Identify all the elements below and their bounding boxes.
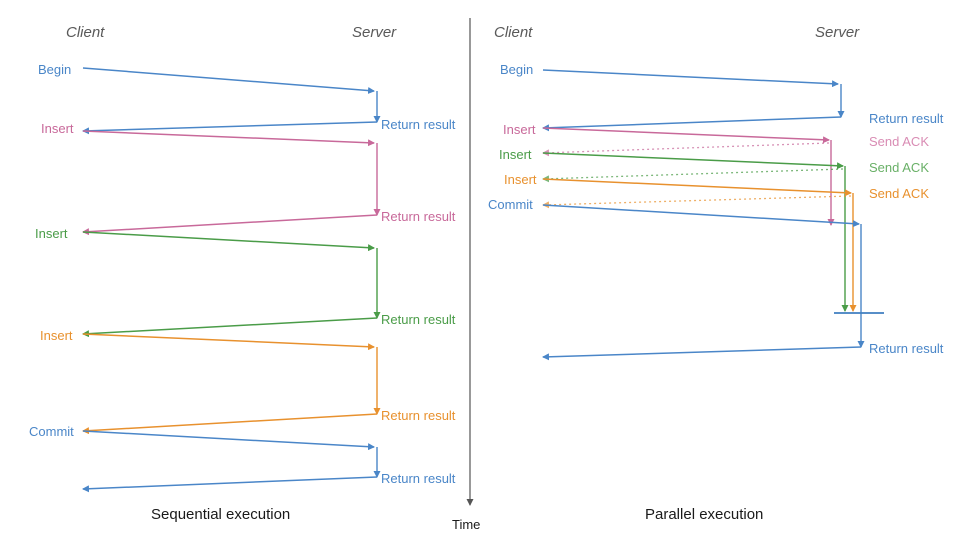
server-message-label-ack1-parallel: Send ACK [869, 134, 929, 149]
response-arrow-sequential-14 [82, 476, 378, 493]
server-message-label-ack3-parallel: Send ACK [869, 186, 929, 201]
server-message-label-ack2-parallel: Send ACK [869, 160, 929, 175]
panel-sequential [82, 67, 381, 493]
client-message-label-insert2-parallel: Insert [499, 147, 532, 162]
time-axis-label: Time [452, 517, 481, 532]
panel-caption-sequential: Sequential execution [151, 506, 291, 523]
response-arrow-parallel-14 [542, 346, 862, 361]
request-arrow-sequential-6 [82, 231, 375, 252]
actor-header-client-parallel: Client [494, 24, 533, 41]
ack-arrow-parallel-7 [542, 168, 844, 183]
request-arrow-sequential-3 [82, 130, 375, 147]
client-message-label-insert3-sequential: Insert [40, 328, 73, 343]
panel-caption-parallel: Parallel execution [645, 506, 764, 523]
client-message-label-commit-parallel: Commit [488, 197, 533, 212]
client-message-label-begin-sequential: Begin [38, 62, 72, 77]
client-message-label-insert3-parallel: Insert [504, 172, 537, 187]
client-message-label-insert1-sequential: Insert [41, 121, 74, 136]
panel-parallel [542, 69, 884, 361]
request-arrow-sequential-9 [82, 333, 375, 351]
response-arrow-sequential-2 [82, 121, 378, 135]
client-message-label-commit-sequential: Commit [29, 424, 74, 439]
client-message-label-insert2-sequential: Insert [35, 226, 68, 241]
client-message-label-begin-parallel: Begin [500, 62, 534, 77]
response-arrow-sequential-8 [82, 317, 378, 338]
actor-header-server-sequential: Server [352, 24, 397, 41]
server-message-label-return2-parallel: Return result [869, 341, 944, 356]
response-arrow-sequential-5 [82, 214, 378, 236]
request-arrow-sequential-0 [82, 67, 375, 95]
ack-arrow-parallel-4 [542, 142, 830, 157]
client-message-label-insert1-parallel: Insert [503, 122, 536, 137]
response-arrow-parallel-2 [542, 116, 842, 132]
request-arrow-sequential-12 [82, 430, 375, 451]
response-arrow-sequential-11 [82, 413, 378, 435]
server-message-label-return2-sequential: Return result [381, 209, 456, 224]
actor-header-server-parallel: Server [815, 24, 860, 41]
request-arrow-parallel-3 [542, 127, 830, 144]
server-message-label-return4-sequential: Return result [381, 408, 456, 423]
request-arrow-parallel-0 [542, 69, 839, 88]
request-arrow-parallel-9 [542, 178, 852, 197]
server-message-label-return1-parallel: Return result [869, 111, 944, 126]
request-arrow-parallel-6 [542, 152, 844, 170]
actor-header-client-sequential: Client [66, 24, 105, 41]
request-arrow-parallel-12 [542, 204, 860, 228]
server-message-label-return3-sequential: Return result [381, 312, 456, 327]
server-message-label-return5-sequential: Return result [381, 471, 456, 486]
server-message-label-return1-sequential: Return result [381, 117, 456, 132]
ack-arrow-parallel-10 [542, 195, 852, 209]
